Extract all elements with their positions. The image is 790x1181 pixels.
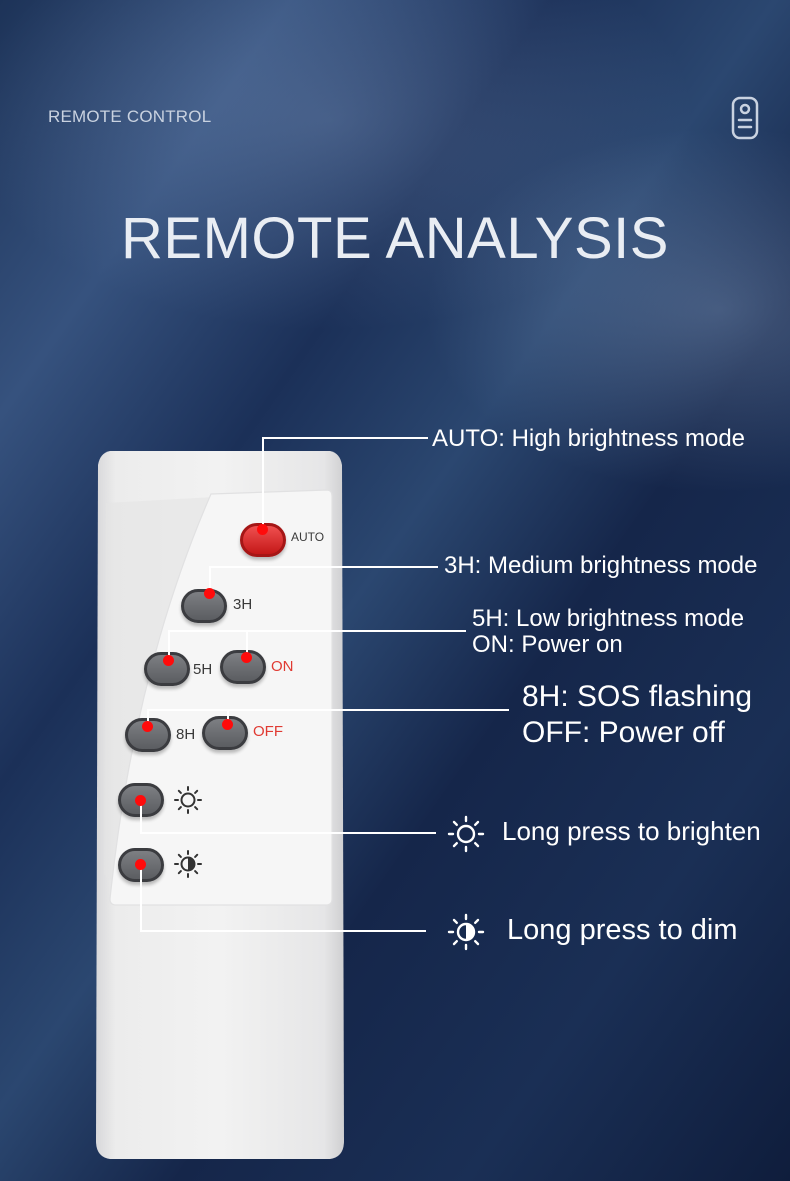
sun-outline-icon: [174, 786, 202, 814]
on-annotation: ON: Power on: [472, 631, 623, 658]
leader-line: [140, 864, 142, 931]
indicator-dot: [135, 859, 146, 870]
leader-line: [168, 630, 466, 632]
leader-line: [147, 709, 149, 726]
section-label: REMOTE CONTROL: [48, 107, 212, 126]
8h-key-label: 8H: [176, 726, 196, 743]
indicator-dot: [241, 652, 252, 663]
leader-line: [140, 832, 436, 834]
indicator-dot: [135, 795, 146, 806]
auto-annotation: AUTO: High brightness mode: [432, 425, 746, 452]
indicator-dot: [257, 524, 268, 535]
remote-control-icon: [731, 96, 759, 140]
off-button[interactable]: [202, 716, 248, 750]
page-title: REMOTE ANALYSIS: [121, 206, 669, 271]
brighten-annotation: Long press to brighten: [502, 816, 761, 846]
auto-key-label: AUTO: [291, 530, 325, 544]
8h-annotation: 8H: SOS flashing: [522, 680, 753, 713]
brighten-sun-icon: [447, 815, 485, 853]
indicator-dot: [204, 588, 215, 599]
dim-annotation: Long press to dim: [507, 914, 738, 946]
sun-half-filled-icon: [174, 850, 202, 878]
3h-key-label: 3H: [233, 596, 253, 613]
3h-annotation: 3H: Medium brightness mode: [444, 552, 758, 579]
5h-annotation: 5H: Low brightness mode: [472, 605, 745, 632]
indicator-dot: [142, 721, 153, 732]
5h-key-label: 5H: [193, 661, 213, 678]
indicator-dot: [163, 655, 174, 666]
leader-line: [140, 800, 142, 833]
leader-line: [262, 437, 264, 531]
off-annotation: OFF: Power off: [522, 716, 725, 749]
off-key-label: OFF: [253, 723, 283, 740]
leader-line: [147, 709, 509, 711]
leader-line: [168, 630, 170, 660]
leader-line: [209, 566, 438, 568]
leader-line: [209, 566, 211, 593]
on-key-label: ON: [271, 658, 294, 675]
leader-line: [227, 709, 229, 724]
leader-line: [140, 930, 426, 932]
indicator-dot: [222, 719, 233, 730]
leader-line: [262, 437, 428, 439]
dim-sun-icon: [447, 913, 485, 951]
8h-button[interactable]: [125, 718, 171, 752]
leader-line: [246, 630, 248, 658]
